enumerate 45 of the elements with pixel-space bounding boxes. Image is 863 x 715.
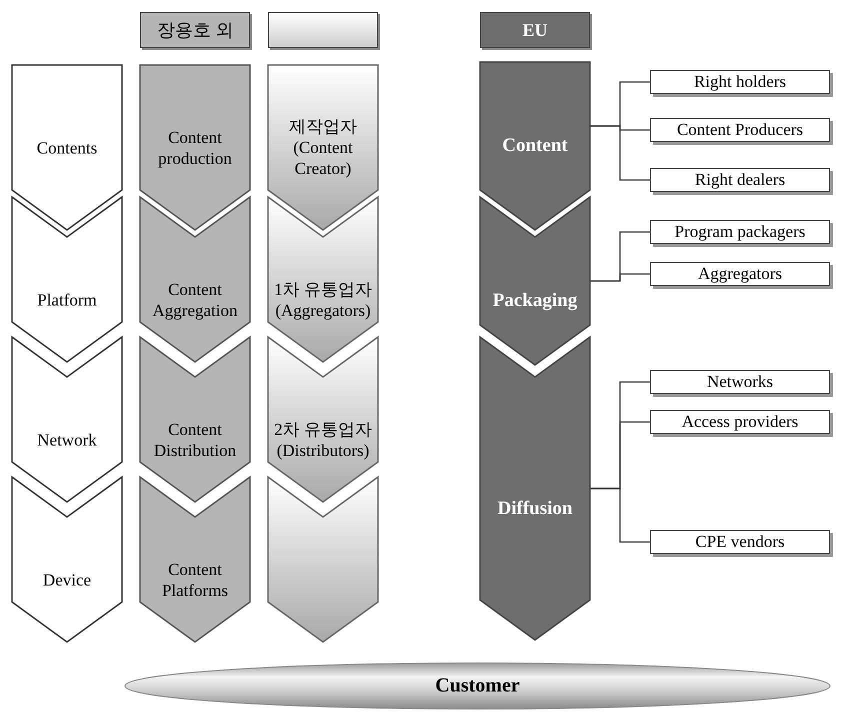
chevron-label: 제작업자 (Content Creator) <box>288 116 358 180</box>
chevron-panel <box>480 197 590 365</box>
connector-line <box>590 273 650 282</box>
chevron-panel <box>480 337 590 640</box>
category-box: Access providers <box>650 410 830 434</box>
chevron-label: Content production <box>157 126 233 169</box>
chevron-panel <box>12 65 122 230</box>
chevron-label: Platform <box>36 288 98 310</box>
header-box: EU <box>480 12 590 48</box>
category-box: Right dealers <box>650 168 830 192</box>
chevron-panel <box>12 477 122 642</box>
chevron-panel <box>140 477 250 642</box>
chevron-panel <box>140 197 250 362</box>
chevron-label: Network <box>36 428 98 450</box>
chevron-label: Content Aggregation <box>152 278 238 321</box>
category-box: CPE vendors <box>650 530 830 554</box>
header-box: 장용호 외 <box>140 12 250 48</box>
category-box: Networks <box>650 370 830 394</box>
category-box: Right holders <box>650 70 830 94</box>
chevron-label: Device <box>42 568 92 590</box>
category-box: Content Producers <box>650 118 830 142</box>
chevron-panel <box>140 65 250 230</box>
chevron-label: 1차 유통업자 (Aggregators) <box>273 278 373 321</box>
category-box: Aggregators <box>650 262 830 286</box>
category-box: Program packagers <box>650 220 830 244</box>
chevron-panel <box>268 337 378 502</box>
connector-line <box>590 125 650 181</box>
chevron-panel <box>12 337 122 502</box>
chevron-label: Content <box>501 134 569 158</box>
customer-label: Customer <box>434 674 521 698</box>
chevron-label: Contents <box>36 136 98 158</box>
customer-ellipse <box>125 662 830 710</box>
chevron-panel <box>268 65 378 230</box>
chevron-label: Content Distribution <box>152 418 238 461</box>
chevron-label: Content Platforms <box>160 558 230 601</box>
chevron-label: Diffusion <box>496 496 574 520</box>
chevron-panel <box>12 197 122 362</box>
chevron-panel <box>268 197 378 362</box>
connector-line <box>590 488 650 543</box>
chevron-label: Packaging <box>492 289 578 313</box>
chevron-panel <box>140 337 250 502</box>
chevron-label: 2차 유통업자 (Distributors) <box>273 418 373 461</box>
header-box <box>268 12 378 48</box>
chevron-panel <box>480 62 590 230</box>
chevron-panel <box>268 477 378 642</box>
